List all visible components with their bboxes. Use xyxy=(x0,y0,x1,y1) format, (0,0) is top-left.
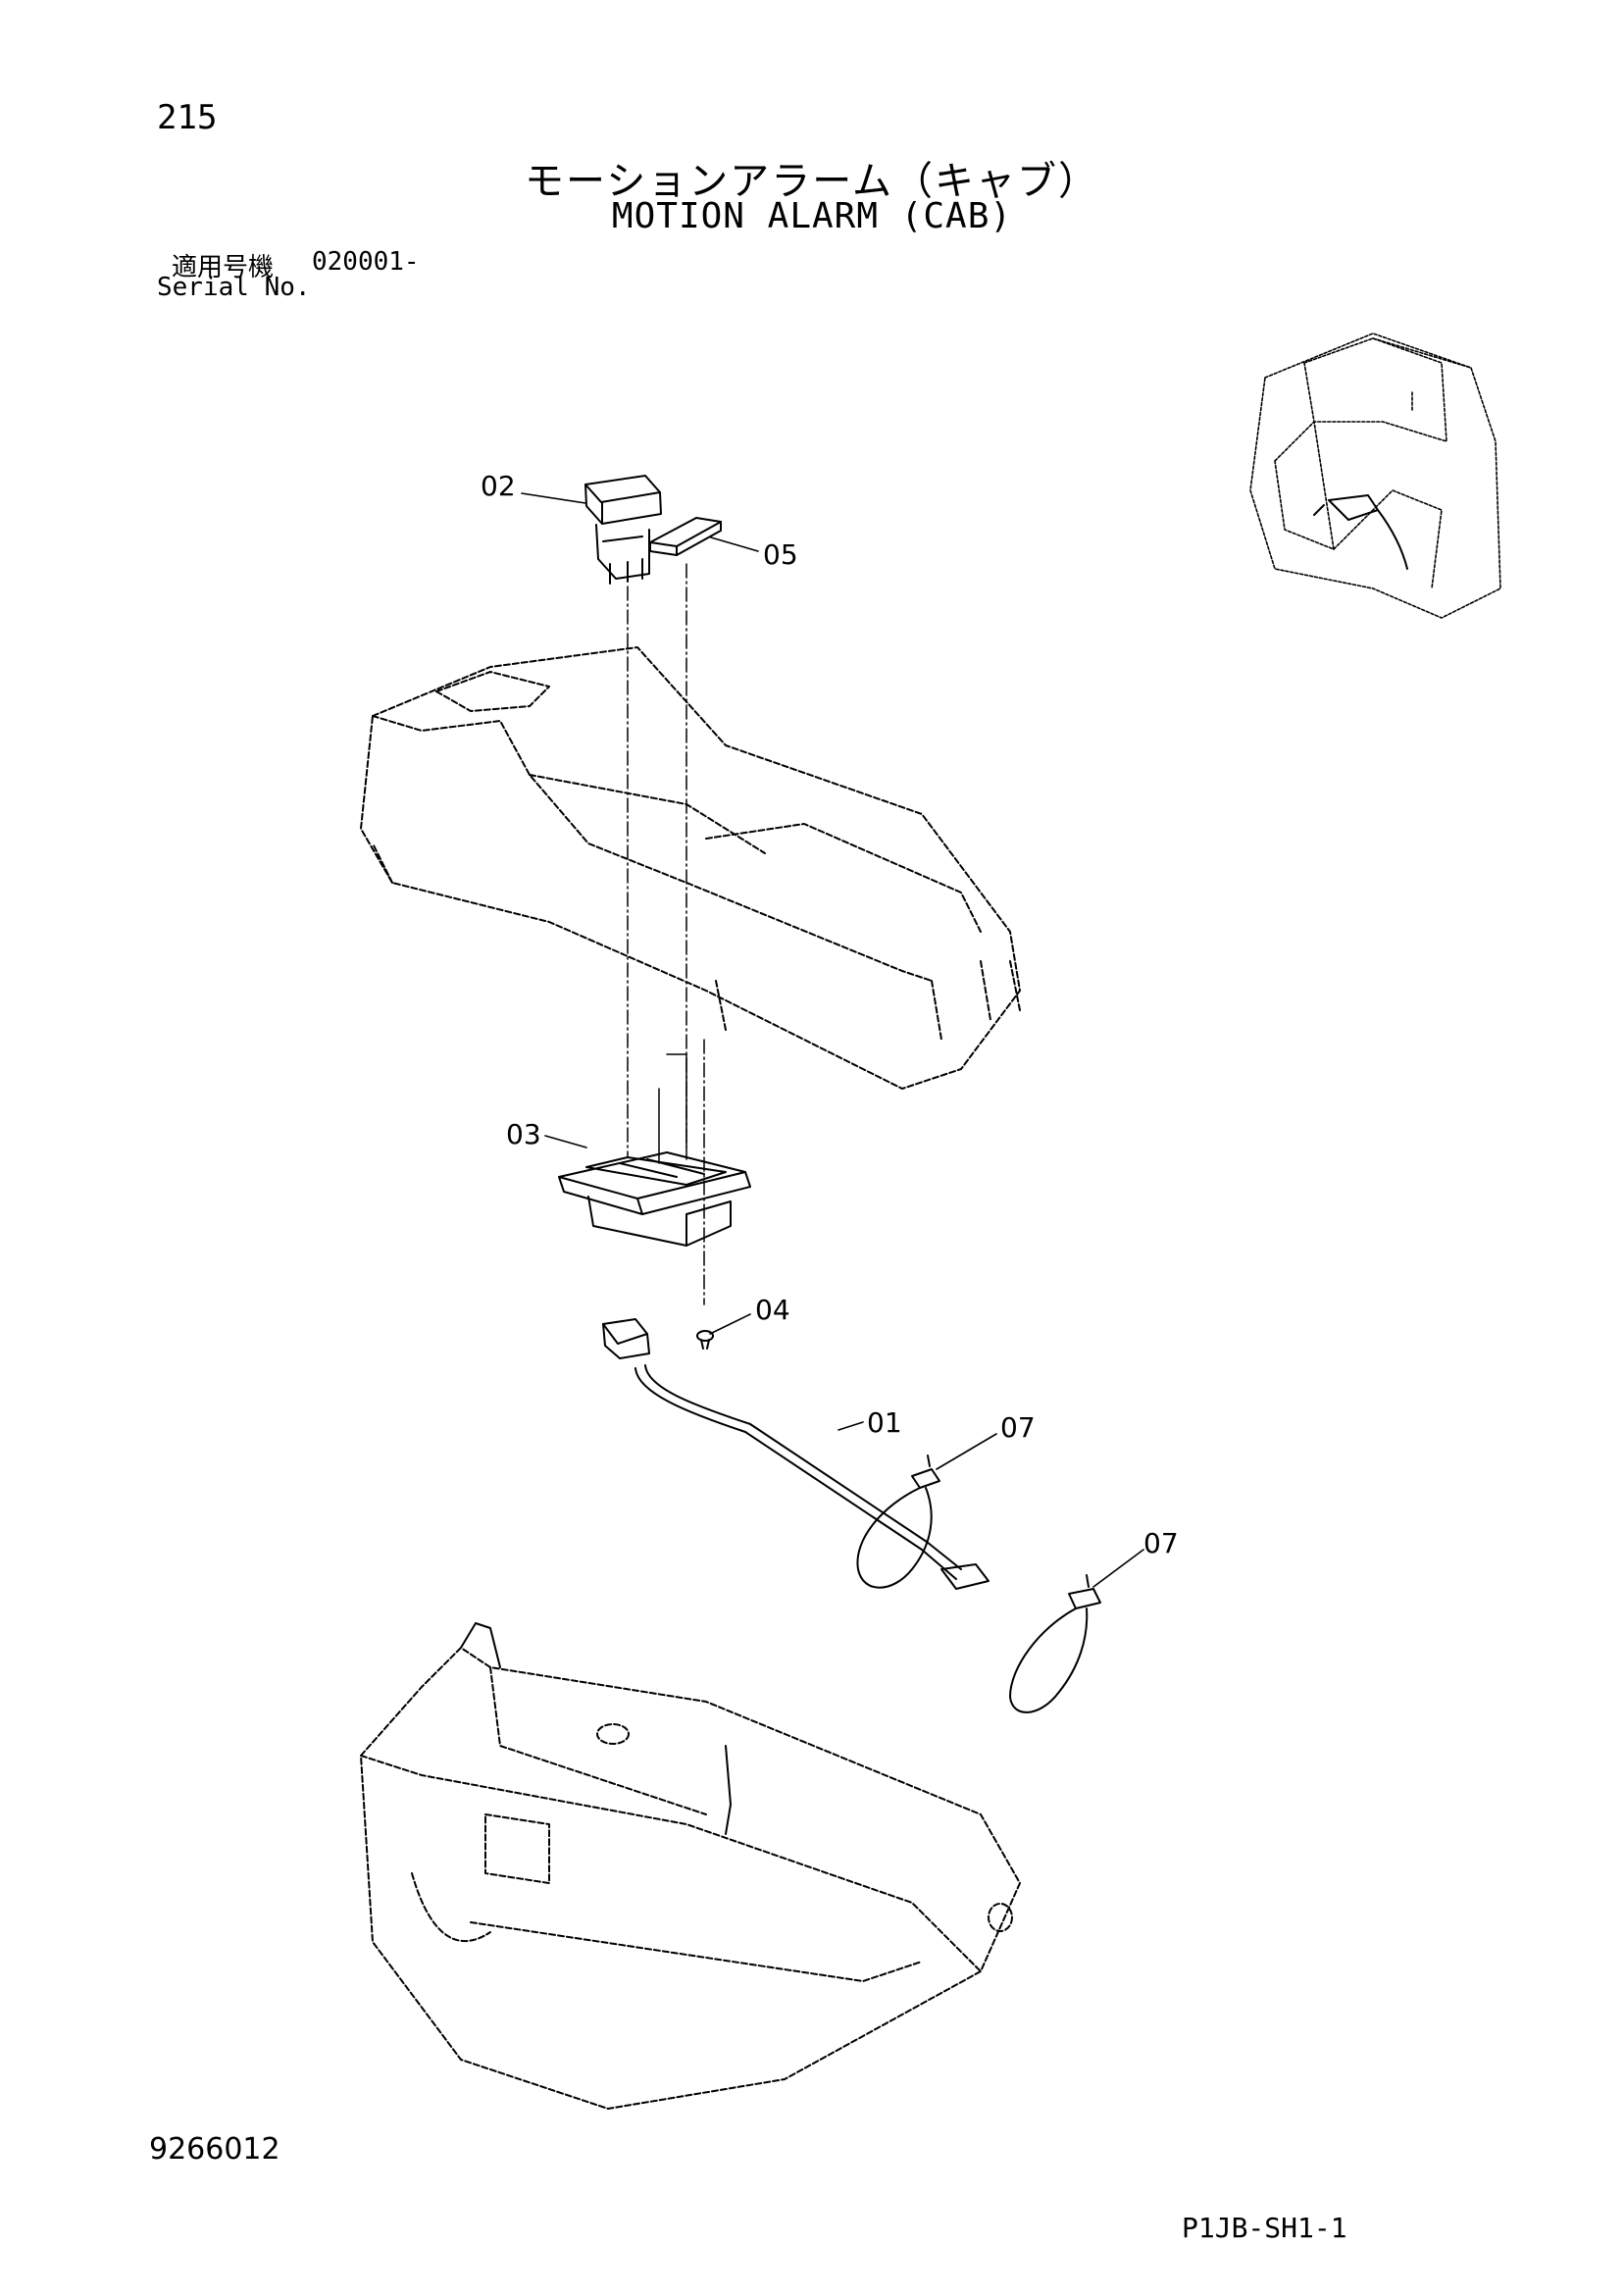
cab-thumbnail xyxy=(1249,332,1501,619)
part-02-rocker-switch xyxy=(584,475,662,585)
callout-03: 03 xyxy=(506,1118,541,1150)
document-code: 9266012 xyxy=(149,2132,280,2167)
part-03-mounting-bracket xyxy=(558,1151,751,1247)
title-japanese: モーションアラーム（キャブ） xyxy=(525,159,1099,204)
cab-thumbnail-switch xyxy=(1313,494,1408,570)
serial-label-english: Serial No. xyxy=(157,273,311,302)
part-01-harness xyxy=(602,1318,990,1590)
leader-lines xyxy=(521,492,1144,1588)
page-code: P1JB-SH1-1 xyxy=(1182,2212,1347,2244)
console-base-solid xyxy=(460,1622,732,1835)
part-07-cable-tie-a xyxy=(856,1454,940,1589)
callout-labels: 02 05 03 04 01 07 07 xyxy=(481,470,1179,1559)
callout-07a: 07 xyxy=(1000,1411,1036,1444)
assembly-lines xyxy=(627,563,705,1305)
title-english: MOTION ALARM (CAB) xyxy=(611,196,1013,236)
callout-04: 04 xyxy=(755,1294,790,1326)
part-07-cable-tie-b xyxy=(1009,1574,1101,1713)
callout-02: 02 xyxy=(481,470,516,502)
callout-01: 01 xyxy=(867,1406,902,1439)
bracket-guide-lines xyxy=(658,1053,687,1164)
serial-label-japanese: 適用号機 xyxy=(172,253,275,282)
console-base xyxy=(360,1647,1021,2110)
callout-07b: 07 xyxy=(1143,1527,1179,1559)
console-housing xyxy=(360,646,1021,1090)
serial-value: 020001- xyxy=(312,247,420,277)
callout-05: 05 xyxy=(763,538,798,571)
page-number: 215 xyxy=(157,98,218,137)
part-04-screw xyxy=(696,1330,714,1350)
part-05-cover-plate xyxy=(649,517,722,556)
